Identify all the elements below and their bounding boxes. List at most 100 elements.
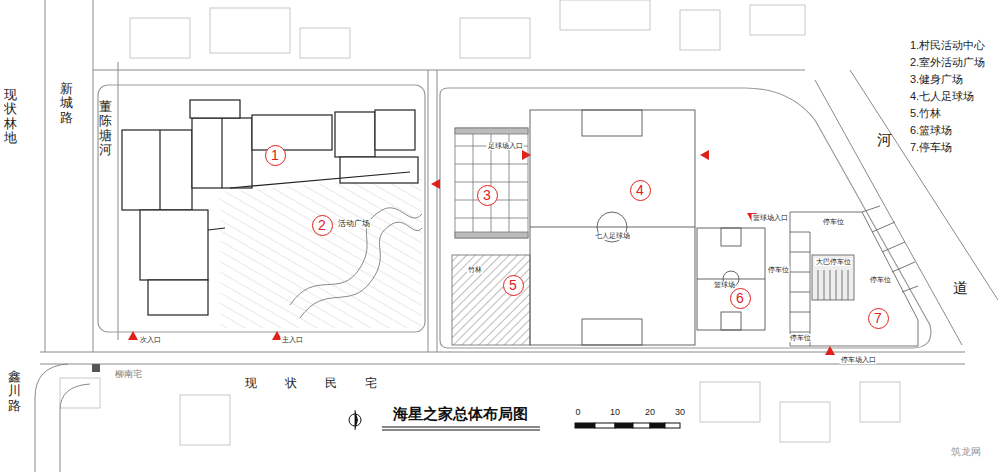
road-line — [815, 80, 962, 345]
legend-item: 3.健身广场 — [910, 73, 963, 86]
road-line — [118, 62, 119, 340]
legend-item: 7.停车场 — [910, 141, 952, 154]
fitness-grid — [455, 232, 528, 238]
entrance-marker — [431, 179, 440, 189]
place-name: 现状林地 — [4, 88, 17, 145]
parking-lot — [790, 232, 810, 346]
area-label: 篮球场 — [713, 281, 736, 289]
river-name: 董陈塘河 — [99, 100, 112, 157]
road-name: 鑫川路 — [8, 370, 21, 413]
existing-building — [460, 18, 530, 58]
scale-number: 30 — [675, 407, 685, 417]
scale-number: 10 — [610, 407, 620, 417]
road-line — [428, 70, 429, 352]
callout-number: 2 — [318, 218, 326, 232]
scale-bar — [575, 423, 680, 428]
existing-building — [780, 402, 830, 442]
football-pitch — [530, 110, 695, 345]
road-name: 新城路 — [60, 82, 73, 125]
entrance-label: 次入口 — [139, 336, 162, 344]
building-outline — [208, 228, 225, 230]
building-outline — [192, 118, 252, 188]
basketball-court — [697, 279, 765, 280]
entrance-marker — [825, 346, 835, 355]
callout-circle: 5 — [503, 275, 524, 296]
building-outline — [230, 172, 410, 188]
road-line — [40, 352, 965, 353]
existing-building — [860, 382, 900, 422]
basketball-court — [697, 228, 765, 330]
entrance-marker — [700, 150, 709, 160]
scale-bar — [595, 423, 615, 428]
existing-building — [60, 0, 900, 445]
marker-square — [92, 364, 100, 372]
callout-number: 7 — [874, 311, 882, 325]
place-name: 柳南宅 — [115, 369, 142, 379]
building-outline — [140, 210, 208, 280]
scale-bar — [665, 423, 680, 428]
road-line — [850, 70, 998, 300]
road-name: 河 — [877, 131, 892, 148]
area-label: 停车位 — [869, 276, 892, 284]
building-outline — [252, 115, 332, 150]
road-line — [35, 364, 68, 472]
road-line — [93, 0, 94, 352]
title-underline — [382, 427, 540, 430]
football-pitch — [582, 110, 642, 136]
legend-item: 4.七人足球场 — [910, 90, 974, 103]
title-underline — [382, 427, 540, 428]
existing-building — [750, 5, 805, 35]
road-line — [45, 0, 46, 352]
road-line — [93, 70, 805, 71]
callout-number: 4 — [636, 183, 644, 197]
fitness-grid — [455, 128, 528, 238]
north-arrow — [355, 410, 356, 430]
fitness-grid — [455, 128, 528, 134]
parking-lot — [812, 255, 854, 300]
parking-lot — [862, 206, 918, 292]
road-line — [35, 0, 998, 472]
callout-circle: 1 — [265, 145, 286, 166]
entrance-label: 足球场入口 — [487, 142, 524, 150]
road-line — [40, 364, 965, 365]
site-boundary — [98, 85, 425, 332]
scale-bar — [650, 423, 665, 428]
north-arrow — [349, 410, 361, 430]
building-outline — [375, 110, 415, 150]
building-outline — [340, 157, 418, 183]
plaza-paving — [220, 175, 422, 328]
area-label: 停车位 — [767, 266, 790, 274]
callout-circle: 6 — [730, 288, 751, 309]
landscape-path — [290, 208, 422, 318]
north-arrow — [355, 410, 358, 430]
bamboo-grove — [452, 255, 530, 345]
landscape-path — [300, 222, 422, 318]
existing-building — [180, 395, 230, 445]
callout-number: 1 — [271, 148, 279, 162]
callout-number: 3 — [483, 188, 491, 202]
scale-bar — [633, 423, 650, 428]
watermark: 筑龙网 — [951, 446, 981, 458]
building-outline — [335, 112, 375, 157]
place-name: 现状民宅 — [245, 377, 405, 391]
callout-number: 5 — [509, 278, 517, 292]
building-outline — [148, 280, 208, 315]
existing-building — [130, 18, 190, 58]
legend-item: 6.篮球场 — [910, 124, 952, 137]
entrance-label: 主入口 — [281, 336, 304, 344]
basketball-court — [721, 228, 741, 246]
callout-circle: 2 — [312, 215, 333, 236]
plan-title: 海星之家总体布局图 — [393, 405, 528, 424]
scale-number: 0 — [575, 407, 580, 417]
road-line — [60, 384, 90, 472]
parking-lot — [790, 212, 918, 346]
area-label: 竹林 — [467, 266, 483, 274]
parking-lot — [818, 270, 848, 300]
building-outline — [122, 100, 418, 315]
callout-circle: 4 — [630, 180, 651, 201]
existing-building — [300, 28, 350, 58]
building-outline — [190, 100, 240, 118]
area-label: 大巴停车位 — [815, 258, 852, 266]
area-label: 七人足球场 — [594, 232, 631, 240]
